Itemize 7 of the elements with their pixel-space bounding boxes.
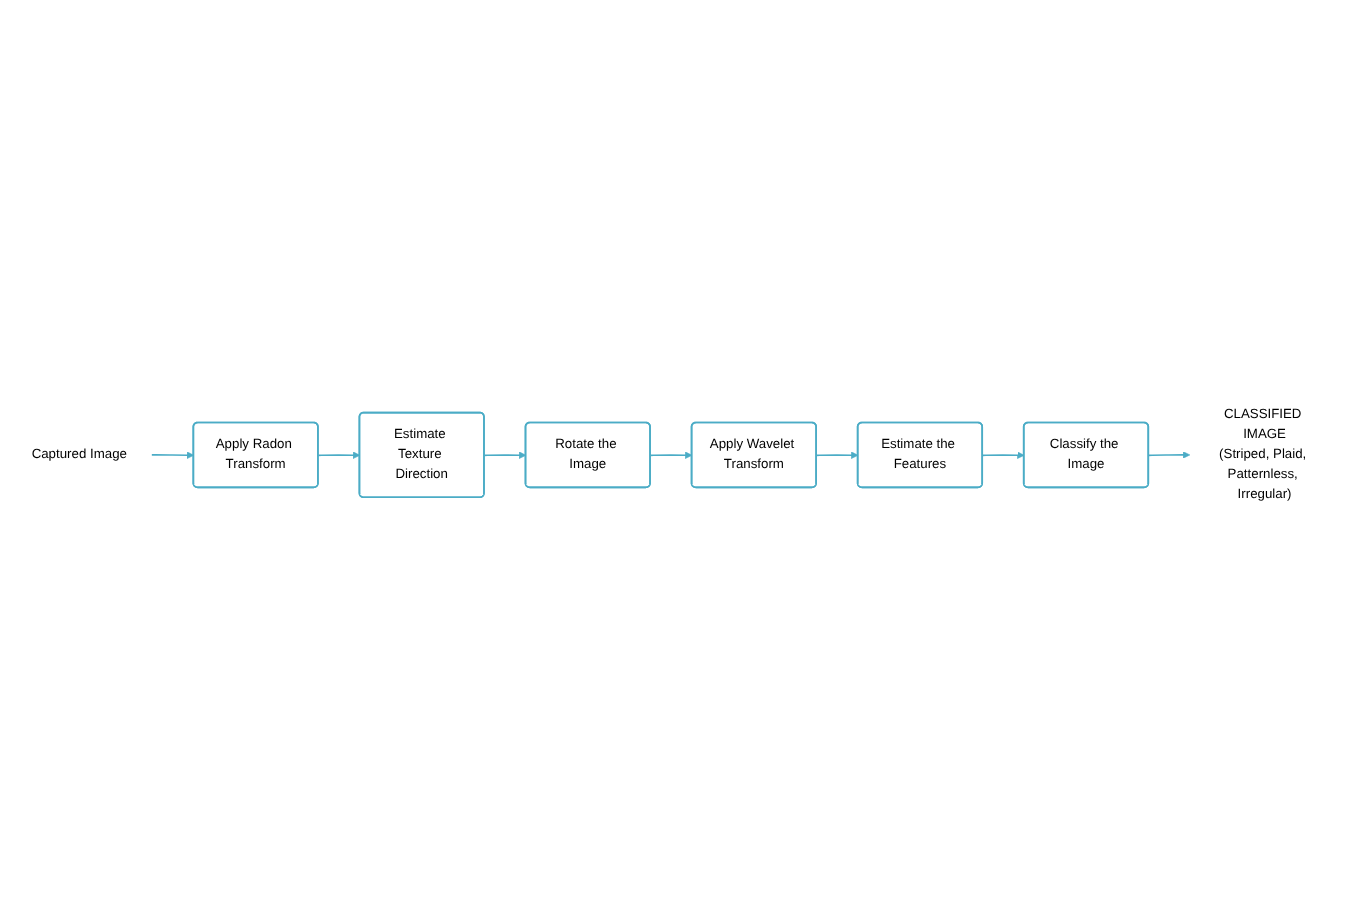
arrow — [815, 450, 859, 458]
arrow — [649, 450, 693, 458]
arrow — [317, 450, 361, 458]
arrow — [981, 450, 1025, 458]
arrow — [151, 450, 195, 458]
arrow — [483, 450, 527, 458]
arrow — [1147, 450, 1191, 458]
